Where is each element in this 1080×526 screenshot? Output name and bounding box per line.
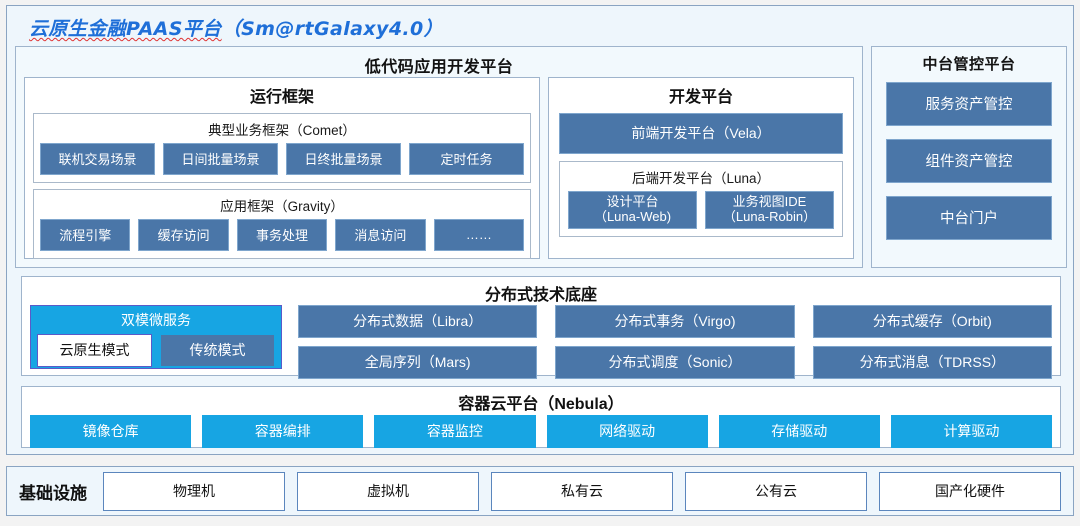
chip-compute-driver[interactable]: 计算驱动 [890, 415, 1053, 448]
container-cloud-panel: 容器云平台（Nebula） 镜像仓库 容器编排 容器监控 网络驱动 存储驱动 计… [21, 386, 1061, 448]
main-platform-frame: 云原生金融PAAS平台（Sm@rtGalaxy4.0） 低代码应用开发平台 运行… [6, 5, 1074, 455]
chip-container-orchestration[interactable]: 容器编排 [202, 415, 364, 448]
chip-component-asset-control[interactable]: 组件资产管控 [886, 139, 1052, 183]
chip-network-driver[interactable]: 网络驱动 [546, 415, 708, 448]
control-platform-panel: 中台管控平台 服务资产管控 组件资产管控 中台门户 [871, 46, 1067, 268]
chip-virtual-machine[interactable]: 虚拟机 [297, 471, 479, 511]
luna-group: 后端开发平台（Luna） 设计平台 （Luna-Web) 业务视图IDE （Lu… [559, 161, 843, 237]
chip-storage-driver[interactable]: 存储驱动 [718, 415, 880, 448]
luna-chip-row: 设计平台 （Luna-Web) 业务视图IDE （Luna-Robin） [568, 191, 834, 229]
dualmode-row: 云原生模式 传统模式 [37, 334, 275, 367]
development-platform-title: 开发平台 [668, 89, 733, 106]
dualmode-title: 双模微服务 [121, 312, 191, 328]
chip-cache-access[interactable]: 缓存访问 [138, 219, 229, 251]
container-cloud-row: 镜像仓库 容器编排 容器监控 网络驱动 存储驱动 计算驱动 [30, 415, 1053, 448]
chip-traditional-mode[interactable]: 传统模式 [160, 334, 275, 367]
chip-luna-web-line2: （Luna-Web) [593, 208, 672, 224]
chip-intraday-batch[interactable]: 日间批量场景 [163, 143, 278, 175]
luna-group-label: 后端开发平台（Luna） [631, 171, 771, 186]
chip-online-transaction[interactable]: 联机交易场景 [40, 143, 155, 175]
tech-column-2: 分布式事务（Virgo) 分布式调度（Sonic） [555, 305, 795, 379]
tech-base-panel: 分布式技术底座 双模微服务 云原生模式 传统模式 分布式数据（Libra） 全局… [21, 276, 1061, 379]
chip-distributed-scheduling-sonic[interactable]: 分布式调度（Sonic） [555, 346, 795, 379]
chip-public-cloud[interactable]: 公有云 [685, 471, 867, 511]
development-platform-panel: 开发平台 前端开发平台（Vela） 后端开发平台（Luna） 设计平台 （Lun… [548, 77, 854, 259]
chip-scheduled-task[interactable]: 定时任务 [409, 143, 524, 175]
infrastructure-label: 基础设施 [19, 483, 87, 503]
comet-group-label: 典型业务框架（Comet） [208, 123, 356, 138]
gravity-group: 应用框架（Gravity） 流程引擎 缓存访问 事务处理 消息访问 …… [33, 189, 531, 259]
chip-cloud-native-mode[interactable]: 云原生模式 [37, 334, 152, 367]
tech-column-3: 分布式缓存（Orbit) 分布式消息（TDRSS） [812, 305, 1052, 379]
chip-global-sequence-mars[interactable]: 全局序列（Mars) [298, 346, 538, 379]
chip-frontend-vela[interactable]: 前端开发平台（Vela） [559, 113, 843, 154]
tech-base-body: 双模微服务 云原生模式 传统模式 分布式数据（Libra） 全局序列（Mars)… [30, 305, 1052, 379]
chip-message-access[interactable]: 消息访问 [335, 219, 426, 251]
chip-distributed-message-tdrss[interactable]: 分布式消息（TDRSS） [812, 346, 1052, 379]
chip-transaction-processing[interactable]: 事务处理 [236, 219, 328, 251]
lowcode-platform-panel: 低代码应用开发平台 运行框架 典型业务框架（Comet） 联机交易场景 日间批量… [15, 46, 863, 268]
tech-base-title: 分布式技术底座 [484, 287, 597, 304]
page-title-en: （Sm@rtGalaxy4.0） [221, 18, 444, 40]
chip-distributed-cache-orbit[interactable]: 分布式缓存（Orbit) [812, 305, 1052, 338]
chip-service-asset-control[interactable]: 服务资产管控 [886, 82, 1052, 126]
gravity-group-label: 应用框架（Gravity） [220, 199, 344, 214]
chip-container-monitoring[interactable]: 容器监控 [374, 415, 536, 448]
chip-image-registry[interactable]: 镜像仓库 [30, 415, 192, 448]
chip-luna-robin[interactable]: 业务视图IDE （Luna-Robin） [705, 191, 834, 229]
runtime-framework-title: 运行框架 [249, 89, 314, 106]
chip-luna-web-line1: 设计平台 [606, 194, 659, 209]
gravity-chip-row: 流程引擎 缓存访问 事务处理 消息访问 …… [40, 219, 525, 251]
lowcode-columns: 运行框架 典型业务框架（Comet） 联机交易场景 日间批量场景 日终批量场景 … [24, 77, 854, 259]
chip-luna-robin-line1: 业务视图IDE [732, 194, 807, 209]
chip-physical-machine[interactable]: 物理机 [103, 471, 285, 511]
chip-distributed-data-libra[interactable]: 分布式数据（Libra） [298, 305, 538, 338]
infrastructure-bar: 基础设施 物理机 虚拟机 私有云 公有云 国产化硬件 [6, 466, 1074, 516]
page-title: 云原生金融PAAS平台（Sm@rtGalaxy4.0） [29, 14, 443, 41]
runtime-framework-panel: 运行框架 典型业务框架（Comet） 联机交易场景 日间批量场景 日终批量场景 … [24, 77, 540, 259]
chip-luna-web[interactable]: 设计平台 （Luna-Web) [568, 191, 697, 229]
dualmode-microservice-block: 双模微服务 云原生模式 传统模式 [30, 305, 282, 369]
lowcode-platform-title: 低代码应用开发平台 [364, 59, 514, 76]
control-platform-stack: 服务资产管控 组件资产管控 中台门户 [872, 74, 1066, 240]
chip-process-engine[interactable]: 流程引擎 [40, 219, 131, 251]
chip-eod-batch[interactable]: 日终批量场景 [286, 143, 401, 175]
chip-middle-platform-portal[interactable]: 中台门户 [886, 196, 1052, 240]
comet-group: 典型业务框架（Comet） 联机交易场景 日间批量场景 日终批量场景 定时任务 [33, 113, 531, 183]
chip-luna-robin-line2: （Luna-Robin） [722, 208, 817, 224]
control-platform-title: 中台管控平台 [922, 56, 1016, 73]
top-zone: 低代码应用开发平台 运行框架 典型业务框架（Comet） 联机交易场景 日间批量… [15, 46, 1067, 268]
chip-domestic-hardware[interactable]: 国产化硬件 [879, 471, 1061, 511]
container-cloud-title: 容器云平台（Nebula） [458, 396, 624, 413]
development-platform-stack: 前端开发平台（Vela） 后端开发平台（Luna） 设计平台 （Luna-Web… [549, 107, 853, 237]
tech-column-1: 分布式数据（Libra） 全局序列（Mars) [298, 305, 538, 379]
chip-more-ellipsis[interactable]: …… [433, 219, 525, 251]
page-title-cn: 云原生金融PAAS平台 [29, 18, 222, 40]
comet-chip-row: 联机交易场景 日间批量场景 日终批量场景 定时任务 [40, 143, 524, 175]
chip-distributed-transaction-virgo[interactable]: 分布式事务（Virgo) [555, 305, 795, 338]
tech-base-columns: 分布式数据（Libra） 全局序列（Mars) 分布式事务（Virgo) 分布式… [298, 305, 1052, 379]
chip-private-cloud[interactable]: 私有云 [491, 471, 673, 511]
